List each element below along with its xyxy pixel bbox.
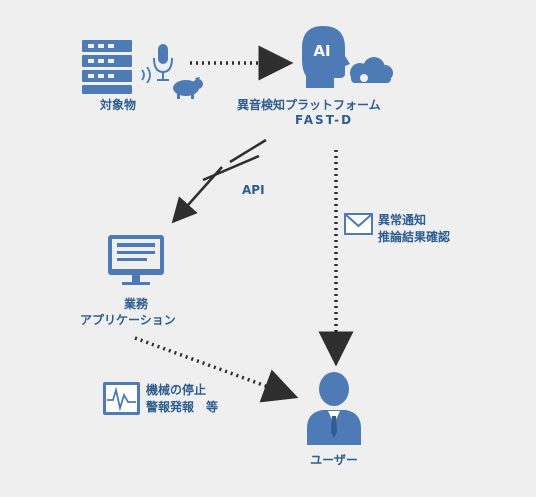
ai-head-icon: AI xyxy=(302,26,350,88)
cloud-icon xyxy=(350,57,393,83)
microphone-icon xyxy=(153,44,173,81)
control-label-line1: 機械の停止 xyxy=(146,383,207,397)
server-icon xyxy=(82,40,132,94)
platform-name: FAST-D xyxy=(294,113,354,127)
waveform-monitor-icon xyxy=(103,382,140,415)
mail-icon xyxy=(344,213,373,235)
application-label-line2: アプリケーション xyxy=(80,313,176,327)
platform-label: 異音検知プラットフォーム xyxy=(237,98,381,112)
target-label: 対象物 xyxy=(99,98,136,112)
edge-api xyxy=(171,138,267,224)
user-icon xyxy=(307,372,361,445)
api-label: API xyxy=(242,183,265,197)
ai-text: AI xyxy=(313,42,330,60)
notify-label-line1: 異常通知 xyxy=(378,213,427,227)
pig-icon xyxy=(173,77,203,99)
user-label: ユーザー xyxy=(310,453,358,467)
monitor-icon xyxy=(108,235,164,285)
sound-waves-icon xyxy=(141,66,151,84)
notify-label-line2: 推論結果確認 xyxy=(378,230,451,244)
application-label-line1: 業務 xyxy=(123,297,148,311)
edge-control xyxy=(134,336,299,403)
control-label-line2: 警報発報 等 xyxy=(146,400,219,414)
